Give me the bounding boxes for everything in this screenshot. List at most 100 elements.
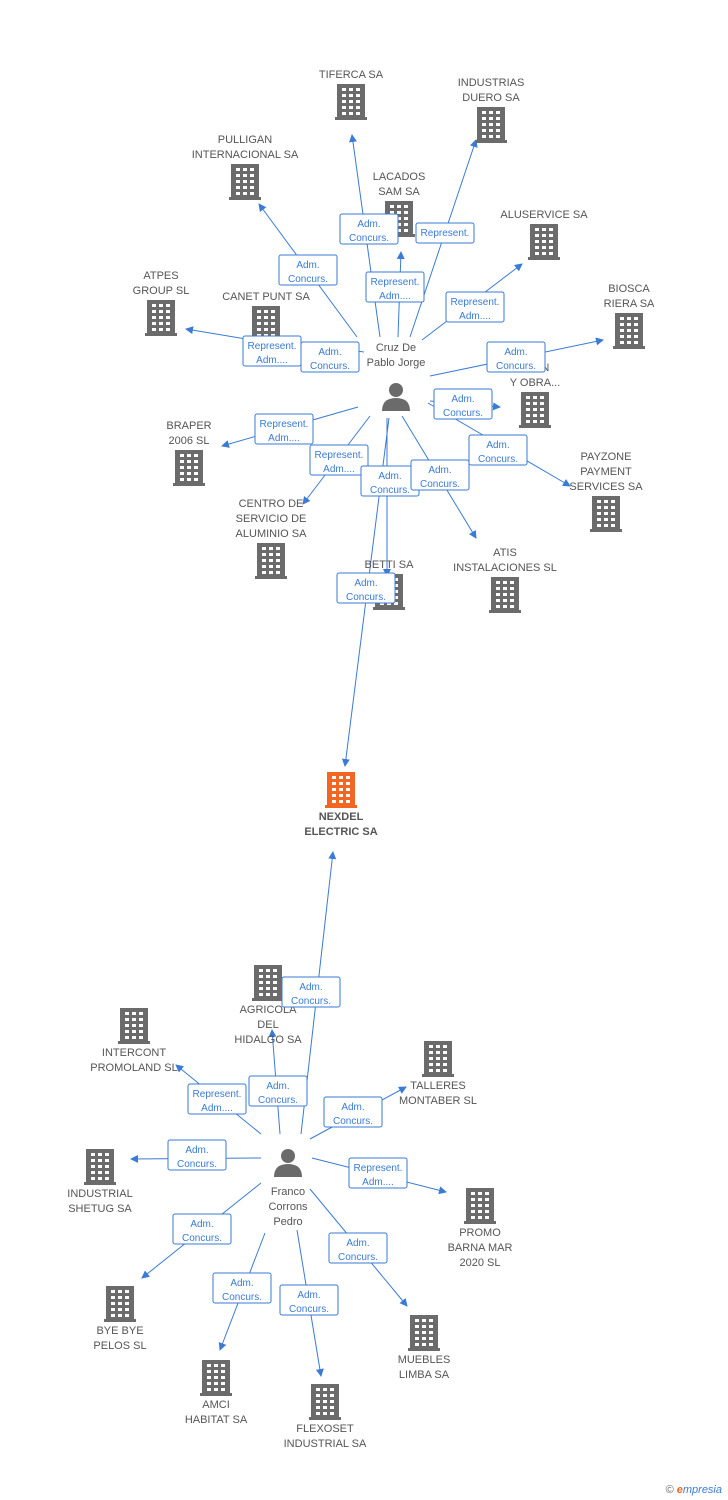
edge-label-text: Concurs. xyxy=(338,1252,378,1263)
edge-label-box xyxy=(167,1139,227,1171)
edge-label-cruz-duero[interactable]: Represent. xyxy=(415,222,475,244)
building-icon xyxy=(173,450,205,486)
edge-label-franco-promo[interactable]: Represent.Adm.... xyxy=(348,1157,408,1189)
edge-label-box xyxy=(445,291,505,323)
edge-label-text: Represent. xyxy=(371,277,420,288)
edge-label-cruz-atpes[interactable]: Represent.Adm.... xyxy=(242,335,302,367)
edge-label-text: Adm. xyxy=(428,465,451,476)
node-label: PROMO xyxy=(459,1227,501,1239)
edge-label-cruz-construccion[interactable]: Adm. Concurs. xyxy=(433,388,493,420)
edge-label-franco-amci[interactable]: Adm.Concurs. xyxy=(212,1272,272,1304)
edge-label-franco-agricola[interactable]: Adm.Concurs. xyxy=(248,1075,308,1107)
edge-label-text: Adm.... xyxy=(459,311,491,322)
person-icon xyxy=(274,1149,302,1177)
node-label: INTERCONT xyxy=(102,1047,166,1059)
edge-label-cruz-atis[interactable]: Adm.Concurs. xyxy=(410,459,470,491)
edge-label-text: Represent. xyxy=(451,297,500,308)
edge-label-franco-byebye[interactable]: Adm.Concurs. xyxy=(172,1213,232,1245)
edge-label-cruz-biosca[interactable]: Adm.Concurs. xyxy=(486,341,546,373)
edge-label-text: Represent. xyxy=(193,1089,242,1100)
edge-label-franco-talleres[interactable]: Adm. Concurs. xyxy=(323,1096,383,1128)
edge-label-text: Adm. xyxy=(297,1290,320,1301)
building-icon xyxy=(309,1384,341,1420)
node-label: MONTABER SL xyxy=(399,1095,477,1107)
edge-label-text: Adm. xyxy=(451,394,474,405)
node-canet[interactable]: CANET PUNT SA xyxy=(222,291,310,342)
node-label: LACADOS xyxy=(373,171,426,183)
node-label: PULLIGAN xyxy=(218,134,272,146)
edge-label-box xyxy=(279,1284,339,1316)
edge-label-text: Concurs. xyxy=(182,1233,222,1244)
edge-label-cruz-nexdel[interactable]: Adm.Concurs. xyxy=(336,572,396,604)
edge-label-box xyxy=(468,434,528,466)
node-label: PELOS SL xyxy=(93,1340,146,1352)
building-icon xyxy=(104,1286,136,1322)
edge-label-box xyxy=(254,413,314,445)
edge-label-text: Concurs. xyxy=(443,408,483,419)
edge-label-cruz-payzone[interactable]: Adm.Concurs. xyxy=(468,434,528,466)
edge-label-text: Represent. xyxy=(260,419,309,430)
edge-label-text: Concurs. xyxy=(333,1116,373,1127)
building-icon xyxy=(408,1315,440,1351)
node-biosca[interactable]: BIOSCA RIERA SA xyxy=(604,283,655,349)
brand-logo-letter: e xyxy=(676,1484,683,1496)
edge-label-franco-intercont[interactable]: Represent.Adm.... xyxy=(187,1083,247,1115)
node-label: Corrons xyxy=(268,1201,308,1213)
edge-label-cruz-tiferca[interactable]: Adm.Concurs. xyxy=(339,213,399,245)
node-label: LIMBA SA xyxy=(399,1369,450,1381)
edge-label-text: Adm. xyxy=(230,1278,253,1289)
node-label: ATPES xyxy=(143,270,178,282)
edge-label-cruz-betti[interactable]: Adm.Concurs. xyxy=(360,465,420,497)
building-icon xyxy=(84,1149,116,1185)
brand-name: mpresia xyxy=(682,1484,722,1496)
node-label: BIOSCA xyxy=(608,283,650,295)
edge-label-cruz-lacados[interactable]: Represent.Adm.... xyxy=(365,271,425,303)
edge-label-franco-flexoset[interactable]: Adm.Concurs. xyxy=(279,1284,339,1316)
building-icon xyxy=(613,313,645,349)
edge-label-box xyxy=(486,341,546,373)
building-icon xyxy=(250,306,282,342)
edge-label-cruz-aluservice[interactable]: Represent. Adm.... xyxy=(445,291,505,323)
node-tiferca[interactable]: TIFERCA SA xyxy=(319,69,384,120)
edge-label-cruz-centro[interactable]: Represent.Adm.... xyxy=(309,444,369,476)
node-label: RIERA SA xyxy=(604,298,655,310)
node-aluservice[interactable]: ALUSERVICE SA xyxy=(500,209,588,260)
node-label: SERVICES SA xyxy=(569,481,643,493)
edge-label-franco-muebles[interactable]: Adm. Concurs. xyxy=(328,1232,388,1264)
building-icon xyxy=(528,224,560,260)
edge-label-text: Adm. xyxy=(346,1238,369,1249)
edge-label-cruz-braper[interactable]: Represent.Adm.... xyxy=(254,413,314,445)
edge-label-cruz-pulligan[interactable]: Adm.Concurs. xyxy=(278,254,338,286)
node-label: ALUSERVICE SA xyxy=(500,209,588,221)
footer-brand[interactable]: ©empresia xyxy=(666,1484,722,1496)
edge-label-cruz-canet[interactable]: Adm.Concurs. xyxy=(300,341,360,373)
edge-label-franco-shetug[interactable]: Adm.Concurs. xyxy=(167,1139,227,1171)
edge-label-box xyxy=(323,1096,383,1128)
building-icon xyxy=(422,1041,454,1077)
edge-label-franco-nexdel[interactable]: Adm.Concurs. xyxy=(281,976,341,1008)
edge-label-text: Adm. xyxy=(341,1102,364,1113)
node-label: AMCI xyxy=(202,1399,230,1411)
edge-label-layer: Adm. Concurs. Represent. Adm. Concurs. Repres… xyxy=(167,213,546,1316)
